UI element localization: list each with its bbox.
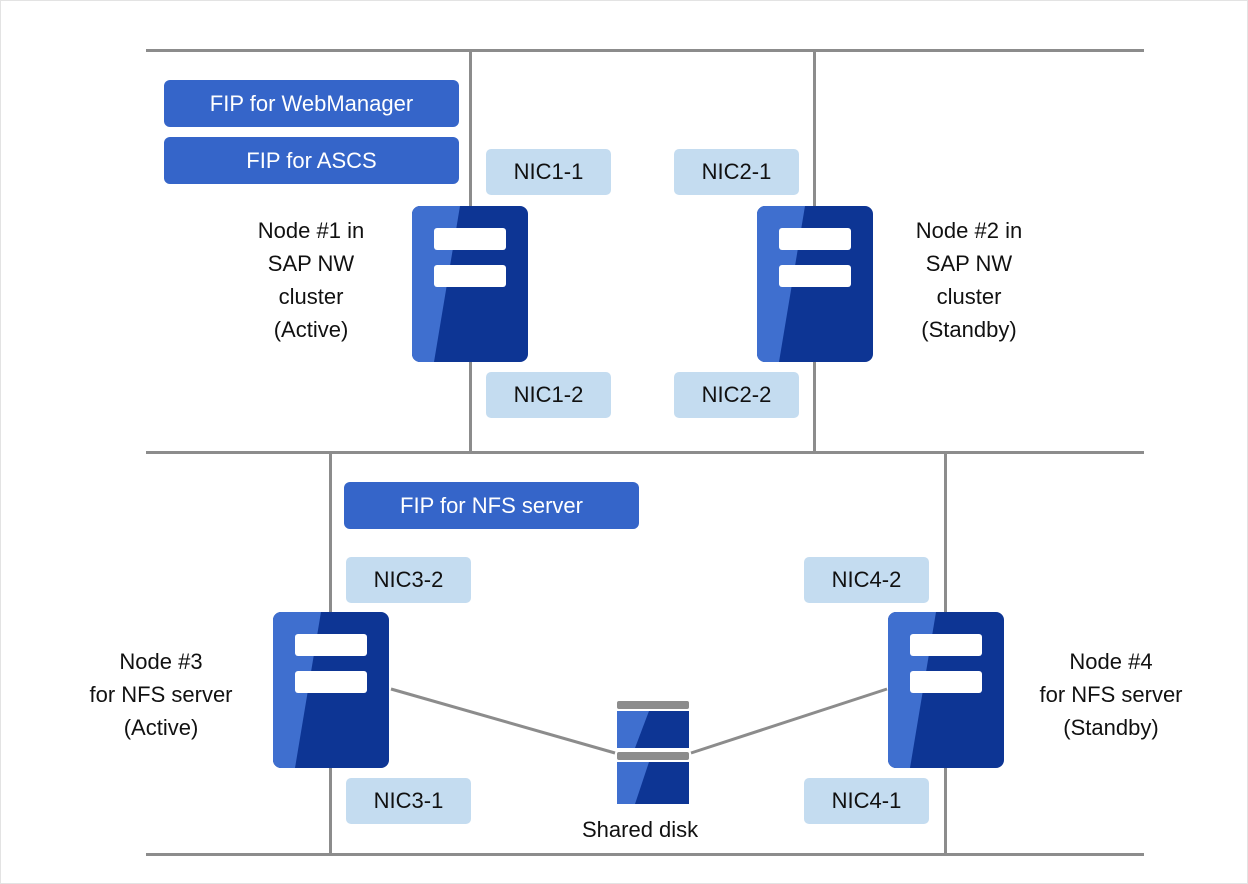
node2-label-line: Node #2 in [915, 218, 1023, 243]
network-line-bottom [146, 853, 1144, 856]
node3-label-line: Node #3 [119, 649, 203, 674]
server-node2-icon [757, 206, 873, 362]
fip-ascs: FIP for ASCS [164, 137, 459, 184]
node1-label-line: (Active) [273, 317, 349, 342]
node3-label-line: for NFS server [89, 682, 233, 707]
nic4-2: NIC4-2 [804, 557, 929, 603]
nic3-1: NIC3-1 [346, 778, 471, 824]
server-node3-icon [273, 612, 389, 768]
node2-label-line: (Standby) [921, 317, 1017, 342]
network-line-middle [146, 451, 1144, 454]
node1-label-line: SAP NW [267, 251, 355, 276]
nic4-1: NIC4-1 [804, 778, 929, 824]
node4-label-line: Node #4 [1069, 649, 1153, 674]
node3-label-line: (Active) [123, 715, 199, 740]
network-line-top [146, 49, 1144, 52]
node4-label: Node #4 for NFS server (Standby) [1011, 645, 1211, 744]
server-node1-icon [412, 206, 528, 362]
nic2-2: NIC2-2 [674, 372, 799, 418]
node1-label-line: Node #1 in [257, 218, 365, 243]
node2-label-line: SAP NW [925, 251, 1013, 276]
node4-label-line: (Standby) [1063, 715, 1159, 740]
node3-label: Node #3 for NFS server (Active) [61, 645, 261, 744]
node2-label-line: cluster [936, 284, 1002, 309]
shared-disk-icon [615, 701, 691, 806]
fip-nfs-server: FIP for NFS server [344, 482, 639, 529]
nic1-2: NIC1-2 [486, 372, 611, 418]
shared-disk-label: Shared disk [582, 817, 699, 842]
nic2-1: NIC2-1 [674, 149, 799, 195]
server-node4-icon [888, 612, 1004, 768]
fip-webmanager: FIP for WebManager [164, 80, 459, 127]
nic1-1: NIC1-1 [486, 149, 611, 195]
node1-label-line: cluster [278, 284, 344, 309]
node1-label: Node #1 in SAP NW cluster (Active) [216, 214, 406, 346]
node2-label: Node #2 in SAP NW cluster (Standby) [874, 214, 1064, 346]
node4-label-line: for NFS server [1039, 682, 1183, 707]
nic3-2: NIC3-2 [346, 557, 471, 603]
